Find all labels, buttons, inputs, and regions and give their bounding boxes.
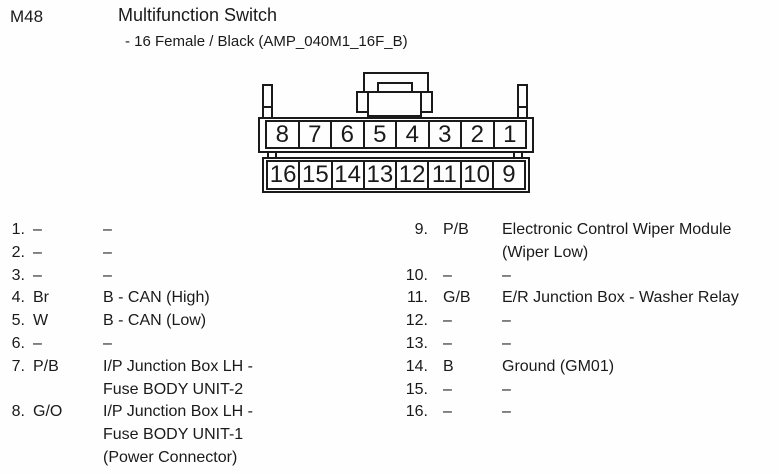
pin-cell-1: 1 — [503, 120, 517, 148]
pin-description: – — [502, 403, 511, 421]
pin-row-2: 2. – – — [9, 242, 395, 265]
pin-row-bottom: 16 15 14 13 12 11 10 9 — [266, 160, 526, 190]
tab-divider-line — [518, 106, 527, 108]
pin-description: B - CAN (High) — [103, 289, 210, 307]
pin-cell-12: 12 — [397, 162, 430, 188]
pin-description: – — [103, 243, 112, 261]
pin-cell-13: 13 — [365, 162, 397, 188]
pin-description: B - CAN (Low) — [103, 312, 207, 330]
pin-cell-9: 9 — [502, 161, 516, 188]
pin-number: 9. — [414, 221, 428, 238]
pin-number: 14. — [405, 357, 428, 375]
pin-row-8: 8. G/O I/P Junction Box LH - Fuse BODY U… — [9, 401, 395, 469]
body-step-left — [267, 152, 277, 159]
pin-description: – — [103, 221, 112, 238]
wire-color: G/O — [33, 403, 63, 421]
pin-number: 7. — [11, 357, 25, 375]
connector-title: Multifunction Switch — [118, 5, 278, 25]
pin-number: 16. — [405, 403, 428, 421]
pin-row-16: 16. – – — [405, 401, 777, 424]
wire-color: – — [443, 334, 452, 352]
pin-number: 15. — [405, 380, 428, 398]
pin-description: – — [502, 380, 511, 398]
connector-code: M48 — [10, 7, 44, 26]
mounting-tab-right — [517, 84, 528, 119]
pin-number: 5. — [11, 312, 25, 330]
pin-cell-3: 3 — [430, 122, 462, 147]
pin-cell-5: 5 — [365, 122, 397, 147]
connector-subtitle: - 16 Female / Black (AMP_040M1_16F_B) — [125, 33, 408, 50]
pin-number: 4. — [11, 289, 25, 307]
pin-description: – — [502, 312, 511, 330]
pin-number: 10. — [405, 266, 428, 284]
pin-cell-10: 10 — [462, 162, 494, 188]
tab-divider-line — [263, 106, 272, 108]
pin-row-6: 6. – – — [9, 333, 395, 356]
pin-row-13: 13. – – — [405, 333, 777, 356]
pin-description: I/P Junction Box LH - Fuse BODY UNIT-2 — [103, 357, 253, 398]
wire-color: G/B — [443, 289, 471, 307]
pin-row-11: 11. G/B E/R Junction Box - Washer Relay — [405, 287, 777, 310]
pin-number: 12. — [405, 312, 428, 330]
pin-number: 2. — [11, 243, 25, 261]
wire-color: – — [443, 312, 452, 330]
pin-number: 11. — [406, 289, 428, 307]
pin-row-5: 5. W B - CAN (Low) — [9, 310, 395, 333]
pin-cell-7: 7 — [300, 122, 332, 147]
pin-cell-14: 14 — [333, 162, 365, 188]
pin-description: – — [502, 334, 511, 352]
wire-color: – — [33, 266, 42, 284]
pin-description: – — [103, 334, 112, 352]
pin-description: Ground (GM01) — [502, 357, 615, 375]
pin-description: I/P Junction Box LH - Fuse BODY UNIT-1 (… — [103, 403, 253, 466]
pin-row-4: 4. Br B - CAN (High) — [9, 287, 395, 310]
pin-description: Electronic Control Wiper Module (Wiper L… — [502, 221, 732, 261]
pin-number: 8. — [11, 403, 25, 421]
pin-row-top: 8 7 6 5 4 3 2 1 — [265, 120, 527, 149]
pin-description: – — [502, 266, 511, 284]
pin-row-15: 15. – – — [405, 379, 777, 402]
pin-row-12: 12. – – — [405, 310, 777, 333]
pin-cell-4: 4 — [397, 122, 430, 147]
pin-cell-6: 6 — [332, 122, 365, 147]
wire-color: W — [33, 312, 49, 330]
latch-body — [367, 91, 422, 117]
pin-number: 13. — [405, 334, 428, 352]
pin-row-10: 10. – – — [405, 265, 777, 288]
pin-number: 1. — [11, 221, 25, 238]
wire-color: – — [443, 266, 452, 284]
pin-row-3: 3. – – — [9, 265, 395, 288]
wire-color: P/B — [33, 357, 59, 375]
pin-description: – — [103, 266, 112, 284]
wire-color: P/B — [443, 221, 469, 238]
wire-color: – — [443, 403, 452, 421]
wire-color: – — [33, 221, 42, 238]
pin-cell-15: 15 — [300, 162, 333, 188]
wire-color: – — [33, 334, 42, 352]
pin-cell-8: 8 — [267, 122, 300, 147]
pin-cell-11: 11 — [429, 162, 462, 188]
wire-color: B — [443, 357, 454, 375]
pin-description: E/R Junction Box - Washer Relay — [502, 289, 739, 307]
body-step-right — [513, 152, 523, 159]
pin-cell-2: 2 — [462, 122, 495, 147]
mounting-tab-left — [262, 84, 273, 119]
pin-number: 3. — [11, 266, 25, 284]
wire-color: Br — [33, 289, 49, 307]
pin-cell-16: 16 — [268, 162, 301, 188]
pin-list-left: 1. – – 2. – – 3. – – 4. Br B - CAN (High… — [9, 219, 395, 470]
pin-row-1: 1. – – — [9, 219, 395, 242]
pin-list-right: 9. P/B Electronic Control Wiper Module (… — [405, 219, 777, 424]
pin-row-9: 9. P/B Electronic Control Wiper Module (… — [405, 219, 777, 265]
pin-row-14: 14. B Ground (GM01) — [405, 356, 777, 379]
pin-number: 6. — [11, 334, 25, 352]
wire-color: – — [33, 243, 42, 261]
pin-row-7: 7. P/B I/P Junction Box LH - Fuse BODY U… — [9, 356, 395, 402]
wire-color: – — [443, 380, 452, 398]
